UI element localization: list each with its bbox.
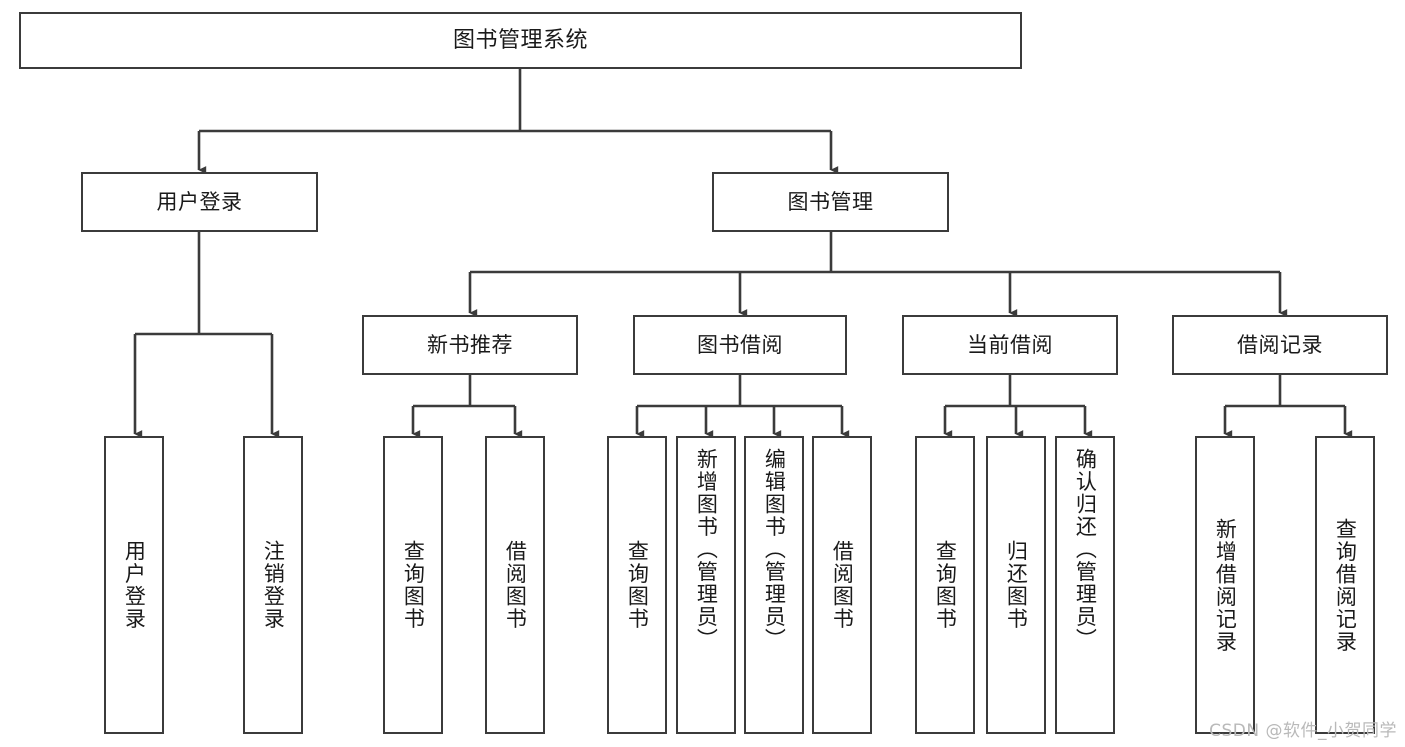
node-current-borrow-label: 当前借阅 (967, 332, 1053, 357)
node-leaf-logout[interactable]: 注销登录 (243, 436, 303, 734)
node-borrow-record-label: 借阅记录 (1237, 332, 1323, 357)
node-leaf-confirm-return[interactable]: 确认归还（管理员） (1055, 436, 1115, 734)
node-leaf-add-record[interactable]: 新增借阅记录 (1195, 436, 1255, 734)
node-leaf-add-book-label: 新增图书（管理员） (694, 448, 719, 651)
node-leaf-confirm-return-label: 确认归还（管理员） (1073, 448, 1098, 651)
node-leaf-query-book-rec-label: 查询图书 (401, 540, 426, 630)
node-user-login-label: 用户登录 (156, 189, 243, 214)
node-leaf-add-book[interactable]: 新增图书（管理员） (676, 436, 736, 734)
node-leaf-query-record-label: 查询借阅记录 (1333, 517, 1358, 653)
csdn-watermark: CSDN @软件_小贺同学 (1209, 721, 1397, 741)
node-leaf-query-book-borrow-label: 查询图书 (625, 540, 650, 630)
node-leaf-edit-book-label: 编辑图书（管理员） (762, 448, 787, 651)
node-leaf-borrow-book-label: 借阅图书 (830, 540, 855, 630)
node-root-label: 图书管理系统 (452, 27, 588, 53)
node-leaf-query-book-borrow[interactable]: 查询图书 (607, 436, 667, 734)
node-leaf-logout-label: 注销登录 (261, 540, 286, 630)
node-leaf-query-book-current-label: 查询图书 (933, 540, 958, 630)
node-leaf-query-book-rec[interactable]: 查询图书 (383, 436, 443, 734)
node-new-book-recommend[interactable]: 新书推荐 (362, 315, 578, 375)
node-book-borrow[interactable]: 图书借阅 (633, 315, 847, 375)
node-book-manage[interactable]: 图书管理 (712, 172, 949, 232)
node-current-borrow[interactable]: 当前借阅 (902, 315, 1118, 375)
node-user-login[interactable]: 用户登录 (81, 172, 318, 232)
node-book-manage-label: 图书管理 (787, 189, 874, 214)
node-leaf-user-login[interactable]: 用户登录 (104, 436, 164, 734)
node-leaf-user-login-label: 用户登录 (122, 540, 147, 630)
node-leaf-add-record-label: 新增借阅记录 (1213, 517, 1238, 653)
node-leaf-borrow-book-rec[interactable]: 借阅图书 (485, 436, 545, 734)
node-book-borrow-label: 图书借阅 (697, 332, 783, 357)
node-borrow-record[interactable]: 借阅记录 (1172, 315, 1388, 375)
node-leaf-borrow-book[interactable]: 借阅图书 (812, 436, 872, 734)
node-leaf-query-book-current[interactable]: 查询图书 (915, 436, 975, 734)
node-leaf-query-record[interactable]: 查询借阅记录 (1315, 436, 1375, 734)
node-leaf-edit-book[interactable]: 编辑图书（管理员） (744, 436, 804, 734)
node-leaf-return-book[interactable]: 归还图书 (986, 436, 1046, 734)
node-leaf-return-book-label: 归还图书 (1004, 540, 1029, 630)
node-leaf-borrow-book-rec-label: 借阅图书 (503, 540, 528, 630)
node-new-book-recommend-label: 新书推荐 (427, 332, 513, 357)
node-root[interactable]: 图书管理系统 (19, 12, 1022, 69)
